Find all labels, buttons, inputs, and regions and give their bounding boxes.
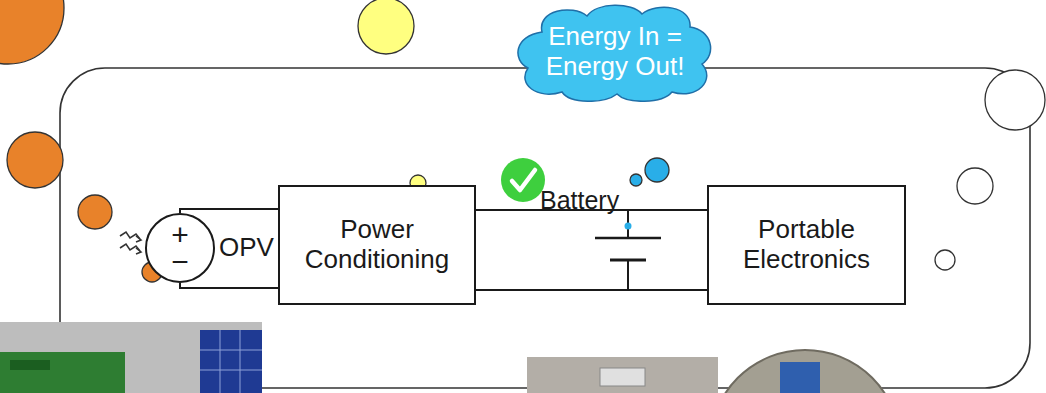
circuit-part [10,360,50,370]
polarity-sign: − [171,247,189,277]
photo-background [527,357,718,393]
process-box: Power Conditioning [278,185,476,305]
part-name: Battery [540,188,619,213]
cloud-outline [518,5,711,101]
wire [476,289,707,291]
source-label: OPV [219,233,274,263]
light-arrows [120,232,141,254]
check-mark [512,170,535,190]
check-circle [501,158,545,202]
box-label: Power Conditioning [287,215,467,275]
solar-cell [200,330,262,393]
battery-photo [600,368,645,386]
light-ray [120,244,140,251]
battery-plate [595,237,661,240]
cell-grid [200,330,262,393]
wire [180,209,278,213]
white-bubble [957,168,993,204]
callout-cloud: Energy In = Energy Out! [512,2,718,102]
yellow-bubble [358,0,414,54]
coin [710,350,900,393]
circuit-board [0,352,125,393]
photo-background [0,322,262,393]
white-bubble [985,70,1045,130]
process-box: Portable Electronics [707,185,906,305]
battery-symbol [595,223,661,261]
blue-bubble [630,174,642,186]
light-ray [120,232,140,239]
blue-bubble [645,158,669,182]
orange-bubble [7,132,63,188]
callout-text: Energy In = Energy Out! [529,22,701,82]
check-badge [501,158,545,202]
orange-bubble [0,0,64,64]
photos [0,322,900,393]
wire [627,260,629,290]
blue-dot [625,223,632,230]
white-bubble [935,250,955,270]
polarity-sign: + [171,220,189,250]
sensor-board [780,362,820,393]
orange-bubble [78,195,112,229]
ray-head [136,236,141,242]
battery-plate [610,259,646,262]
ray-head [136,248,141,254]
box-label: Portable Electronics [717,215,897,275]
wire [180,283,278,288]
